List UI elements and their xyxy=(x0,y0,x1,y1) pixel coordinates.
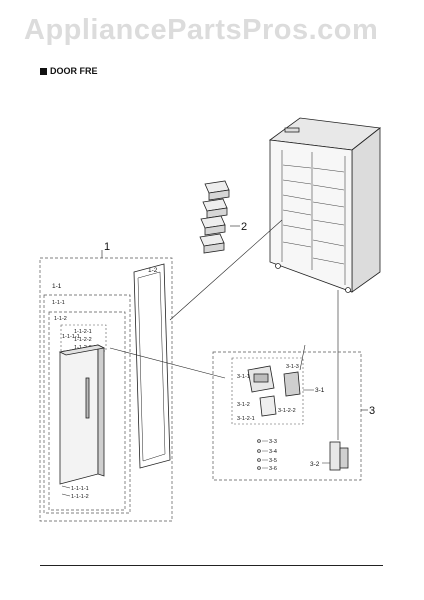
callout-3: 3 xyxy=(369,405,375,417)
callout-1-1-2: 1-1-2 xyxy=(54,316,67,322)
dispenser-lever[interactable] xyxy=(259,395,277,417)
callout-1-1-1-1-bottom: 1-1-1-1 xyxy=(71,486,89,492)
callout-1-1-2-2: 1-1-2-2 xyxy=(74,337,92,343)
callout-1: 1 xyxy=(104,241,110,253)
screws-group[interactable] xyxy=(257,439,261,470)
callout-3-5: 3-5 xyxy=(269,458,277,464)
leader-lines xyxy=(109,219,339,440)
group-1-frame xyxy=(39,257,173,522)
door-bins-group[interactable] xyxy=(199,180,230,254)
refrigerator-cabinet[interactable] xyxy=(268,117,382,293)
door-bin[interactable] xyxy=(200,215,226,236)
callout-1-1-2-1: 1-1-2-1 xyxy=(74,329,92,335)
door-bin[interactable] xyxy=(204,180,230,201)
section-title-text: DOOR FRE xyxy=(50,66,98,76)
callout-1-2: 1-2 xyxy=(148,267,158,274)
watermark-logo: AppliancePartsPros.com xyxy=(24,14,379,46)
callout-3-1-2-2: 3-1-2-2 xyxy=(278,408,296,414)
callout-1-1-1-1-top: 1-1-1-1 xyxy=(62,334,80,340)
callout-3-2: 3-2 xyxy=(310,461,320,468)
door-bin[interactable] xyxy=(199,233,225,254)
callout-3-1-2: 3-1-2 xyxy=(237,402,250,408)
callout-3-3: 3-3 xyxy=(269,439,277,445)
sub-frame-3-1 xyxy=(231,357,304,425)
section-square-icon xyxy=(40,67,47,75)
section-title: DOOR FRE xyxy=(40,66,98,76)
callout-3-6: 3-6 xyxy=(269,466,277,472)
door-panel[interactable] xyxy=(58,344,106,485)
door-gasket[interactable] xyxy=(133,263,171,469)
dispenser-housing[interactable] xyxy=(247,365,275,393)
group-3-frame xyxy=(212,351,362,481)
door-hinge[interactable] xyxy=(329,441,349,471)
callout-3-1-3: 3-1-3 xyxy=(286,364,299,370)
callout-3-1-1: 3-1-1 xyxy=(237,374,250,380)
callout-2: 2 xyxy=(241,221,247,233)
callout-1-1: 1-1 xyxy=(52,283,62,290)
footer-rule xyxy=(40,565,383,566)
callout-1-1-1-2: 1-1-1-2 xyxy=(71,494,89,500)
callout-3-4: 3-4 xyxy=(269,449,277,455)
callout-1-1-1: 1-1-1 xyxy=(52,300,65,306)
door-bin[interactable] xyxy=(202,198,228,219)
callout-3-1-2-1: 3-1-2-1 xyxy=(237,416,255,422)
callout-3-1: 3-1 xyxy=(315,387,325,394)
dispenser-cover[interactable] xyxy=(283,371,301,397)
